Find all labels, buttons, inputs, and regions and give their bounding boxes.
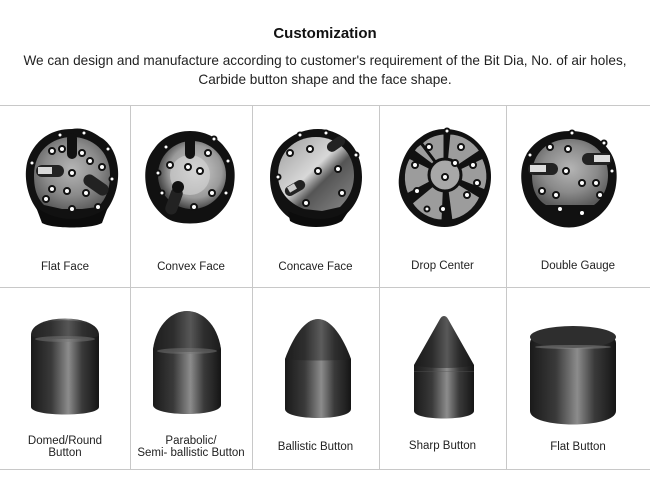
button-shape-label-line-2: Button <box>48 447 82 459</box>
button-shape-label: Parabolic/ Semi- ballistic Button <box>130 435 252 459</box>
face-shape-cell-flat: Flat Face <box>0 105 130 287</box>
domed-button-icon <box>31 318 99 415</box>
button-shape-label: Flat Button <box>506 441 650 453</box>
face-shape-cell-double-gauge: Double Gauge <box>506 105 650 287</box>
button-shape-cell-parabolic: Parabolic/ Semi- ballistic Button <box>130 287 252 469</box>
page-title: Customization <box>273 25 377 42</box>
table-divider <box>0 105 650 106</box>
face-shape-label: Flat Face <box>41 261 89 273</box>
ballistic-button-icon <box>285 319 351 418</box>
face-shape-label: Convex Face <box>157 261 225 273</box>
button-shape-label-line-1: Sharp Button <box>408 440 477 452</box>
drop-center-bit-icon <box>398 127 491 227</box>
button-shape-label-line-1: Parabolic/ <box>165 435 217 447</box>
button-shape-cell-sharp: Sharp Button <box>379 287 506 469</box>
description-line-2: Carbide button shape and the face shape. <box>198 72 452 87</box>
button-shape-label: Ballistic Button <box>252 441 379 453</box>
table-divider <box>0 469 650 470</box>
button-shape-label: Domed/Round Button <box>0 435 130 459</box>
sharp-button-icon <box>414 316 474 419</box>
double-gauge-bit-icon <box>521 129 617 228</box>
button-shape-label-line-1: Domed/Round <box>27 435 103 447</box>
face-shape-label: Concave Face <box>278 261 353 273</box>
table-divider <box>0 287 650 288</box>
button-shape-cell-flat: Flat Button <box>506 287 650 469</box>
button-shape-cell-domed: Domed/Round Button <box>0 287 130 469</box>
table-divider <box>506 105 507 469</box>
face-shape-cell-concave: Concave Face <box>252 105 379 287</box>
face-shape-label: Drop Center <box>411 260 474 272</box>
table-divider <box>379 105 380 469</box>
button-shape-cell-ballistic: Ballistic Button <box>252 287 379 469</box>
table-divider <box>252 105 253 469</box>
description-line-1: We can design and manufacture according … <box>23 53 627 68</box>
table-divider <box>130 105 131 469</box>
flat-face-bit-icon <box>25 128 119 228</box>
button-shape-label-line-1: Ballistic Button <box>277 441 354 453</box>
concave-face-bit-icon <box>270 129 362 227</box>
button-shape-label: Sharp Button <box>379 440 506 452</box>
flat-button-icon <box>530 326 616 425</box>
button-shape-label-line-1: Flat Button <box>550 441 606 453</box>
convex-face-bit-icon <box>145 131 235 224</box>
face-shape-cell-convex: Convex Face <box>130 105 252 287</box>
button-shape-label-line-2: Semi- ballistic Button <box>137 447 245 459</box>
parabolic-button-icon <box>153 311 221 414</box>
face-shape-label: Double Gauge <box>540 260 616 272</box>
face-shape-cell-drop-center: Drop Center <box>379 105 506 287</box>
shape-table: Flat Face Convex Face <box>0 105 650 470</box>
page-description: We can design and manufacture according … <box>0 51 650 89</box>
